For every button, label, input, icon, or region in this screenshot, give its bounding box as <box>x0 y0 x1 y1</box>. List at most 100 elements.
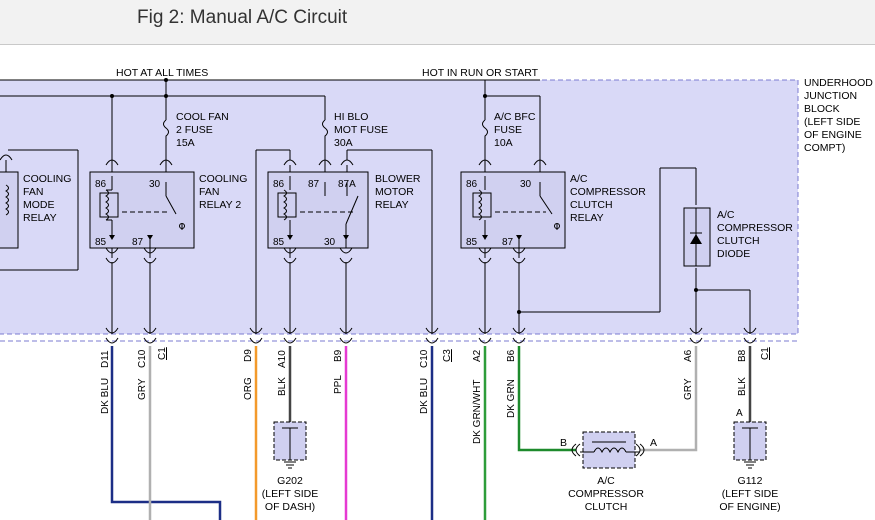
ground-icon <box>742 427 758 469</box>
svg-text:A/C: A/C <box>597 475 615 487</box>
arrow-icon <box>482 235 488 240</box>
connector-c1: C1 <box>157 347 168 360</box>
ground-label-g112: G112 (LEFT SIDE OF ENGINE) <box>719 475 780 513</box>
svg-text:FAN: FAN <box>23 186 43 198</box>
connector-b8: B8 <box>737 349 748 362</box>
ground-g112-pin: A <box>736 408 743 419</box>
pin-label: 30 <box>520 179 532 190</box>
fuse-icon <box>482 119 488 165</box>
connector-b9: B9 <box>333 349 344 362</box>
svg-text:BLOCK: BLOCK <box>804 103 840 115</box>
connector-d9: D9 <box>243 349 254 362</box>
connector-c3: C3 <box>442 349 453 362</box>
pin-label: 85 <box>95 237 107 248</box>
diode-box <box>683 207 711 267</box>
connector-b6: B6 <box>506 349 517 362</box>
pin-label: 86 <box>466 179 478 190</box>
svg-text:RELAY: RELAY <box>375 199 409 211</box>
relay-label-fan-mode: COOLING FAN MODE RELAY <box>23 173 71 224</box>
wire-label: BLK <box>277 377 288 396</box>
relay-internals <box>255 149 433 334</box>
svg-text:A/C: A/C <box>570 173 588 185</box>
coil-icon <box>593 447 627 454</box>
fuse-icon <box>322 119 328 165</box>
relay-cooling-fan-mode <box>0 171 19 249</box>
compressor-clutch <box>582 431 636 469</box>
clutch-pin-a: A <box>650 437 657 449</box>
svg-text:15A: 15A <box>176 137 195 149</box>
ground-icon <box>282 427 298 469</box>
pin-label: 30 <box>149 179 161 190</box>
clutch-pin-b: B <box>560 437 567 449</box>
connector-c10: C10 <box>137 349 148 368</box>
figure-title: Fig 2: Manual A/C Circuit <box>137 7 348 28</box>
arrow-icon <box>109 235 115 240</box>
wire-label: BLK <box>737 377 748 396</box>
svg-text:MOTOR: MOTOR <box>375 186 414 198</box>
relay-internals <box>0 149 79 271</box>
svg-text:FAN: FAN <box>199 186 219 198</box>
wire-label: PPL <box>333 375 344 394</box>
svg-text:HI BLO: HI BLO <box>334 111 368 123</box>
contact-icon <box>179 223 185 229</box>
svg-text:COMPRESSOR: COMPRESSOR <box>717 222 793 234</box>
svg-text:OF ENGINE): OF ENGINE) <box>719 501 780 513</box>
svg-text:MOT FUSE: MOT FUSE <box>334 124 388 136</box>
svg-text:10A: 10A <box>494 137 513 149</box>
bus-label-hot-at-all-times: HOT AT ALL TIMES <box>116 67 208 79</box>
svg-text:COMPT): COMPT) <box>804 142 845 154</box>
arrow-icon <box>147 235 153 240</box>
svg-text:MODE: MODE <box>23 199 55 211</box>
relay-blower-motor <box>267 171 369 249</box>
svg-text:RELAY 2: RELAY 2 <box>199 199 241 211</box>
contact-icon <box>554 223 560 229</box>
title-bar: Fig 2: Manual A/C Circuit <box>0 0 875 45</box>
connector-c1: C1 <box>760 347 771 360</box>
svg-text:OF DASH): OF DASH) <box>265 501 315 513</box>
bus-label-hot-in-run: HOT IN RUN OR START <box>422 67 539 79</box>
wire-label: GRY <box>137 378 148 400</box>
svg-text:30A: 30A <box>334 137 353 149</box>
wire-label: DK BLU <box>100 378 111 414</box>
junction-dot <box>164 78 168 82</box>
wire-label: DK GRN <box>506 379 517 418</box>
relay-label-fan-2: COOLING FAN RELAY 2 <box>199 173 247 211</box>
connector-a6: A6 <box>683 349 694 362</box>
fuse-label-hi-blo: HI BLO MOT FUSE 30A <box>334 111 388 149</box>
svg-text:G112: G112 <box>738 475 763 487</box>
svg-text:COMPRESSOR: COMPRESSOR <box>568 488 644 500</box>
fuse-icon <box>163 119 169 165</box>
clutch-terminals <box>571 443 645 457</box>
pin-label: 85 <box>466 237 478 248</box>
terminals <box>105 327 757 344</box>
svg-text:A/C: A/C <box>717 209 735 221</box>
wire-label: DK BLU <box>419 378 430 414</box>
svg-text:COOLING: COOLING <box>23 173 71 185</box>
pin-label: 87A <box>338 179 356 190</box>
pin-label: 86 <box>95 179 107 190</box>
relay-cooling-fan-2 <box>89 171 195 249</box>
relay-compressor-clutch <box>460 171 566 249</box>
junction-dot <box>164 94 168 98</box>
svg-text:CLUTCH: CLUTCH <box>570 199 613 211</box>
svg-text:(LEFT SIDE: (LEFT SIDE <box>722 488 778 500</box>
bus-lines <box>0 79 541 170</box>
fuse-label-cool-fan: COOL FAN 2 FUSE 15A <box>176 111 229 149</box>
svg-text:COOL FAN: COOL FAN <box>176 111 229 123</box>
svg-text:COMPRESSOR: COMPRESSOR <box>570 186 646 198</box>
pin-label: 87 <box>502 237 514 248</box>
svg-text:COOLING: COOLING <box>199 173 247 185</box>
junction-dot <box>110 94 114 98</box>
wire-label: GRY <box>683 378 694 400</box>
svg-text:(LEFT SIDE: (LEFT SIDE <box>804 116 860 128</box>
pin-label: 85 <box>273 237 285 248</box>
relay-label-blower: BLOWER MOTOR RELAY <box>375 173 421 211</box>
relay-label-compressor: A/C COMPRESSOR CLUTCH RELAY <box>570 173 646 224</box>
svg-text:RELAY: RELAY <box>570 212 604 224</box>
svg-text:2 FUSE: 2 FUSE <box>176 124 213 136</box>
junction-dot <box>694 288 698 292</box>
arrow-icon <box>343 235 349 240</box>
arrow-icon <box>516 235 522 240</box>
pin-label: 86 <box>273 179 285 190</box>
